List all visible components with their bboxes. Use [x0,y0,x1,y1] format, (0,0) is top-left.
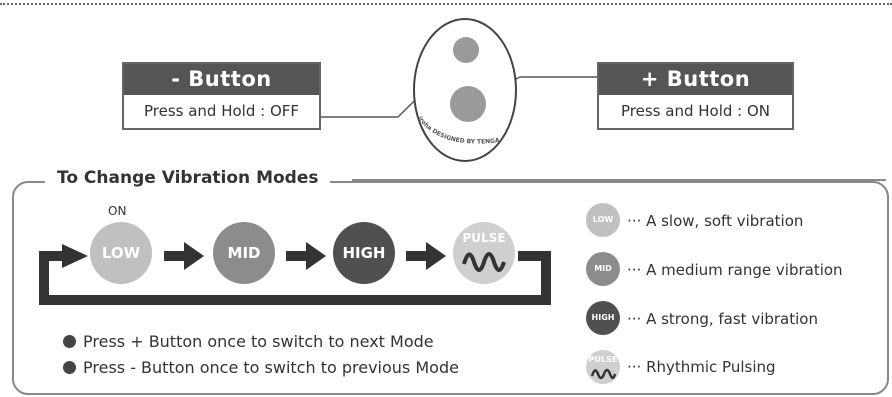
legend-high-text: ··· A strong, fast vibration [627,310,818,328]
arrow-high-pulse-shaft [406,251,428,261]
plus-button-callout: + Button Press and Hold : ON [597,62,794,130]
mode-pulse-label: PULSE [462,231,506,245]
panel-title-rule [352,179,886,181]
legend-high-icon: HIGH [586,301,620,335]
instruction-previous: Press - Button once to switch to previou… [63,358,459,377]
plus-button-action: Press and Hold : ON [621,102,770,120]
loop-arrow-head [62,244,88,268]
arrow-low-mid-head [184,242,204,270]
plus-button-dot [450,86,486,122]
legend-mid-icon: MID [586,252,620,286]
minus-button-title: - Button [124,64,319,95]
legend-pulse-wave-icon [590,368,617,380]
arrow-mid-high-head [306,242,326,270]
plus-button-title: + Button [599,64,792,95]
legend-low-icon: LOW [586,203,620,237]
minus-button-action: Press and Hold : OFF [143,102,300,120]
mode-high-circle: HIGH [333,222,395,284]
modes-panel [12,181,889,395]
minus-button-callout: - Button Press and Hold : OFF [122,62,321,130]
pulse-wave-icon [462,252,506,272]
legend-pulse-icon: PULSE [586,350,620,384]
on-label: ON [108,204,127,218]
bullet-icon [63,335,76,348]
dotted-separator [0,3,892,5]
legend-pulse-label: PULSE [588,355,618,364]
modes-panel-title: To Change Vibration Modes [45,168,331,188]
legend-low-text: ··· A slow, soft vibration [627,212,804,230]
instruction-previous-text: Press - Button once to switch to previou… [83,358,459,377]
legend-pulse-text: ··· Rhythmic Pulsing [627,358,776,376]
mode-pulse-circle: PULSE [453,222,515,284]
mode-mid-circle: MID [213,222,275,284]
mode-low-circle: LOW [90,222,152,284]
legend-mid-text: ··· A medium range vibration [627,261,843,279]
bullet-icon [63,361,76,374]
loop-arrow-path [39,251,551,305]
instruction-next: Press + Button once to switch to next Mo… [63,332,434,351]
arrow-mid-high-shaft [286,251,308,261]
instruction-next-text: Press + Button once to switch to next Mo… [83,332,434,351]
arrow-low-mid-shaft [164,251,186,261]
minus-button-dot [453,37,479,63]
arrow-high-pulse-head [426,242,446,270]
